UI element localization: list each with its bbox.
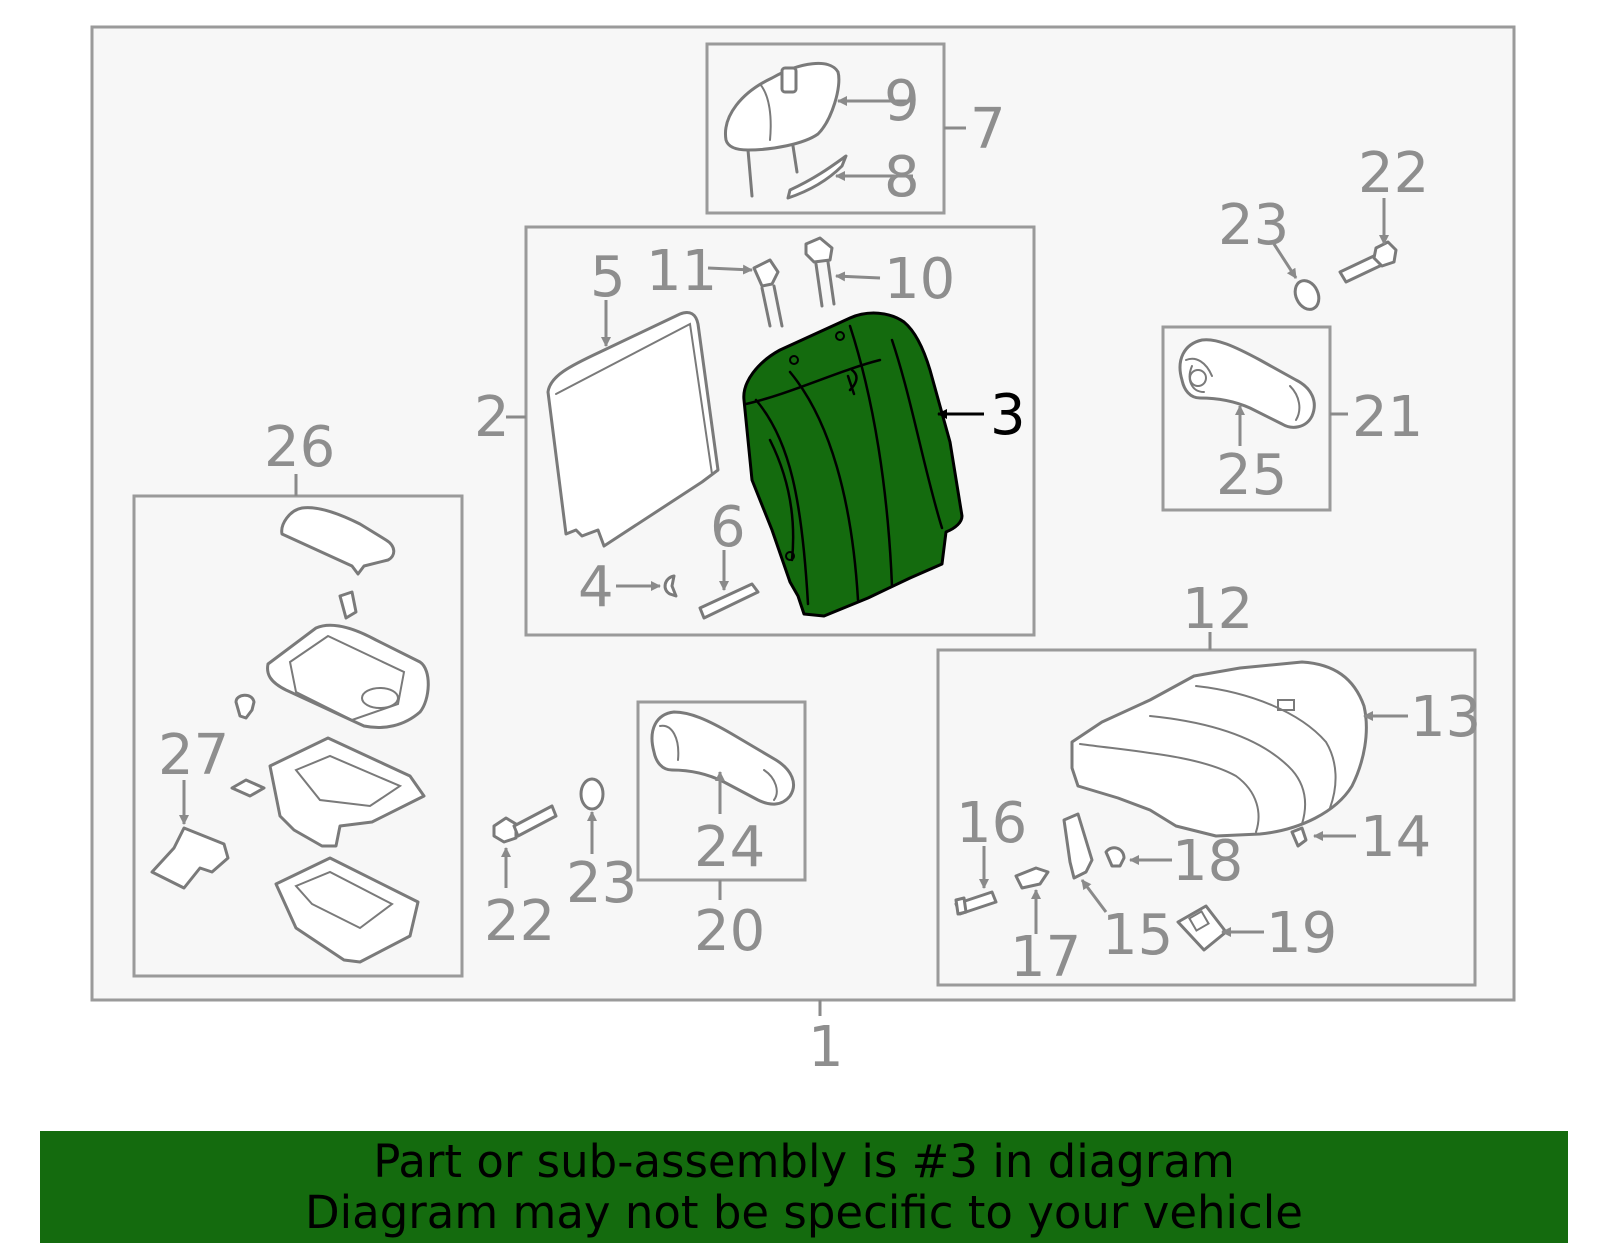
headrest-part[interactable] [724, 61, 841, 198]
callout-15: 15 [1102, 903, 1173, 968]
bolt-part-22-upper[interactable] [1338, 240, 1398, 284]
console-lid-part[interactable] [280, 506, 396, 576]
callout-21: 21 [1352, 385, 1423, 450]
pin-part-16[interactable] [954, 890, 998, 916]
callout-18: 18 [1172, 829, 1243, 894]
washer-part-23-upper[interactable] [1291, 277, 1324, 313]
callout-9: 9 [884, 69, 920, 134]
callout-11: 11 [646, 239, 717, 304]
console-trim-part-27[interactable] [150, 826, 230, 890]
pad-part-6[interactable] [698, 582, 760, 620]
washer-part-23-lower[interactable] [579, 777, 605, 811]
callout-26: 26 [264, 415, 335, 480]
console-small-part[interactable] [230, 778, 266, 798]
clip-part-4[interactable] [663, 574, 678, 598]
callout-27: 27 [158, 723, 229, 788]
clip-part-18[interactable] [1104, 846, 1126, 868]
callout-1: 1 [808, 1015, 844, 1080]
seatback-cushion-part-3[interactable] [742, 311, 964, 618]
callout-22-lower: 22 [484, 889, 555, 954]
notice-banner: Part or sub-assembly is #3 in diagram Di… [40, 1131, 1568, 1243]
seat-cushion-part-13[interactable] [1070, 660, 1368, 838]
console-bin-part[interactable] [274, 856, 420, 964]
callout-23-lower: 23 [566, 851, 637, 916]
console-tray-part[interactable] [266, 623, 430, 729]
callout-12: 12 [1182, 577, 1253, 642]
callout-8: 8 [884, 145, 920, 210]
callout-10: 10 [884, 247, 955, 312]
fastener-part-17[interactable] [1014, 866, 1050, 890]
callout-23-upper: 23 [1218, 193, 1289, 258]
callout-17: 17 [1010, 925, 1081, 990]
clip-part-14[interactable] [1290, 826, 1308, 848]
notice-line-1: Part or sub-assembly is #3 in diagram [373, 1135, 1235, 1188]
bolt-part-22-lower[interactable] [492, 804, 558, 844]
callout-14: 14 [1360, 805, 1431, 870]
callout-20: 20 [694, 899, 765, 964]
back-panel-part[interactable] [546, 310, 720, 548]
callout-2: 2 [474, 385, 510, 450]
console-cap-part[interactable] [234, 693, 256, 720]
callout-25: 25 [1216, 443, 1287, 508]
callout-3: 3 [990, 383, 1026, 448]
console-bracket-part[interactable] [268, 736, 426, 848]
callout-19: 19 [1266, 901, 1337, 966]
armrest-part-24[interactable] [650, 710, 795, 806]
callout-5: 5 [590, 245, 626, 310]
callout-4: 4 [578, 555, 614, 620]
callout-6: 6 [710, 495, 746, 560]
notice-line-2: Diagram may not be specific to your vehi… [305, 1186, 1303, 1239]
guide-part-10[interactable] [804, 236, 836, 308]
guide-part-11[interactable] [752, 258, 784, 328]
callout-24: 24 [694, 815, 765, 880]
callout-22-upper: 22 [1358, 141, 1429, 206]
bracket-part-15[interactable] [1062, 812, 1094, 880]
armrest-part-25[interactable] [1178, 338, 1316, 429]
callout-7: 7 [970, 97, 1006, 162]
console-latch-part[interactable] [338, 590, 358, 620]
callout-13: 13 [1410, 685, 1481, 750]
headrest-guide-part[interactable] [786, 154, 848, 200]
callout-16: 16 [956, 791, 1027, 856]
